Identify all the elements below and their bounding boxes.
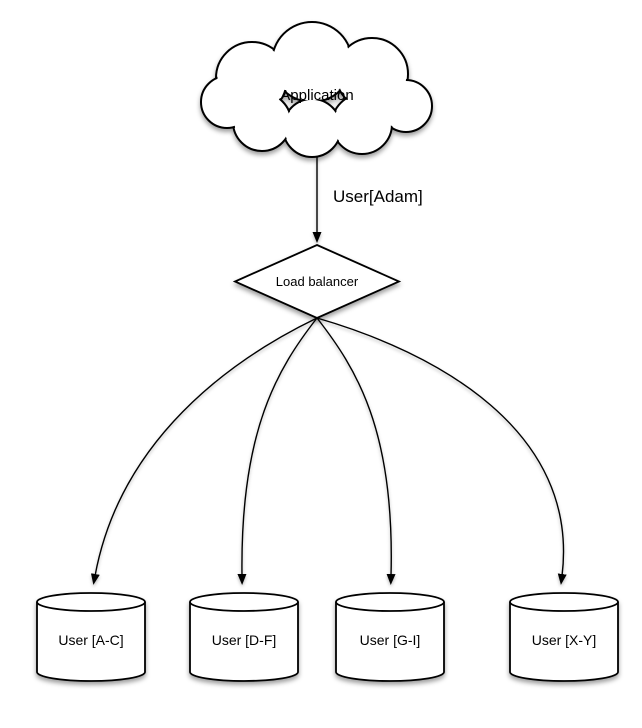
edge-to-shard-d-f <box>237 317 318 585</box>
diamond-shape <box>232 244 402 319</box>
shard-node-g-i: User [G-I] <box>335 592 445 682</box>
cylinder-body <box>189 602 299 682</box>
edge-to-shard-g-i <box>316 317 396 585</box>
cylinder-body <box>509 602 619 682</box>
application-cloud-node: Application <box>200 21 433 158</box>
shard-label: User [A-C] <box>58 632 123 648</box>
cylinder-top <box>509 592 619 612</box>
cloud-fill <box>202 23 431 156</box>
load-balancer-node: Load balancer <box>232 244 402 319</box>
edges-loadbalancer-to-shards <box>90 317 567 585</box>
shard-node-x-y: User [X-Y] <box>509 592 619 682</box>
shard-node-d-f: User [D-F] <box>189 592 299 682</box>
cylinder-body <box>335 602 445 682</box>
cylinder-body <box>36 602 146 682</box>
request-label: User[Adam] <box>333 187 423 206</box>
application-label: Application <box>280 87 353 104</box>
cylinder-top <box>36 592 146 612</box>
load-balancer-label: Load balancer <box>276 274 359 289</box>
shard-label: User [X-Y] <box>532 632 597 648</box>
shard-label: User [D-F] <box>212 632 277 648</box>
cylinder-top <box>189 592 299 612</box>
edge-to-shard-a-c <box>90 317 318 585</box>
edge-to-shard-x-y <box>316 317 567 585</box>
cylinder-top <box>335 592 445 612</box>
shard-label: User [G-I] <box>360 632 421 648</box>
shard-node-a-c: User [A-C] <box>36 592 146 682</box>
